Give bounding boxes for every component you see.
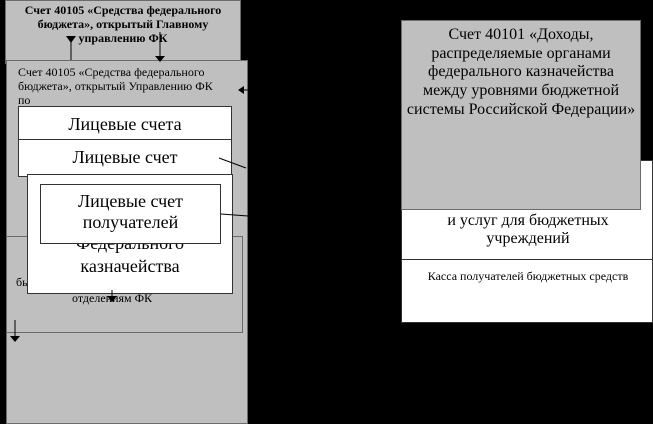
right-mid-box-text: и услуг для бюджетных учреждений (447, 212, 609, 248)
accounts-card-4-label: Лицевые счет получателей (77, 191, 184, 232)
accounts-card-1-label: Лицевые счета (68, 114, 182, 134)
right-bottom-box (401, 259, 653, 323)
right-top-box (401, 20, 641, 210)
right-bottom-box-text: Касса получателей бюджетных средств (427, 269, 629, 283)
accounts-card-3-line2: казначейства (80, 256, 180, 276)
accounts-card-2-label: Лицевые счет (72, 147, 178, 167)
right-top-box-text: Счет 40101 «Доходы, распределяемые орган… (406, 26, 636, 118)
accounts-card-1 (18, 106, 232, 140)
left-top-box-text: Счет 40105 «Средства федерального бюджет… (24, 3, 222, 45)
left-second-box-text: Счет 40105 «Средства федерального бюджет… (18, 66, 213, 106)
left-top-box (5, 0, 241, 64)
accounts-card-4 (40, 184, 221, 244)
left-bottom-strip-left-text: бь (16, 275, 28, 289)
left-bottom-strip-right-text: отделениям ФК (72, 291, 153, 305)
